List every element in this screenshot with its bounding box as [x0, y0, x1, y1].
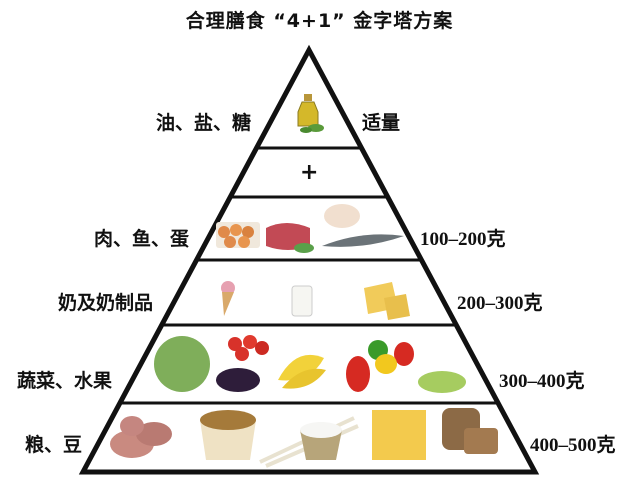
tier-grain-bean-label: 粮、豆 — [25, 434, 83, 456]
diagram-title: 合理膳食 “4+1” 金字塔方案 — [185, 10, 454, 32]
olive-oil-icon — [297, 94, 324, 133]
veg-fruit-foods-icon — [154, 335, 466, 393]
meat-fish-egg-foods-icon — [216, 204, 404, 253]
tier-dairy-amount: 200–300克 — [457, 293, 543, 314]
plus-symbol: + — [300, 160, 319, 185]
grain-bean-foods-icon — [110, 408, 498, 468]
tier-meat-fish-egg-label: 肉、鱼、蛋 — [94, 228, 190, 250]
tier-oil-salt-sugar-label: 油、盐、糖 — [156, 112, 252, 134]
tier-oil-salt-sugar-amount: 适量 — [362, 112, 401, 134]
dairy-foods-icon — [221, 281, 410, 320]
tier-veg-fruit-amount: 300–400克 — [499, 371, 585, 392]
tier-grain-bean-amount: 400–500克 — [530, 435, 616, 456]
tier-meat-fish-egg-amount: 100–200克 — [420, 229, 506, 250]
tier-dairy-label: 奶及奶制品 — [58, 292, 154, 314]
tier-veg-fruit-label: 蔬菜、水果 — [17, 370, 113, 392]
